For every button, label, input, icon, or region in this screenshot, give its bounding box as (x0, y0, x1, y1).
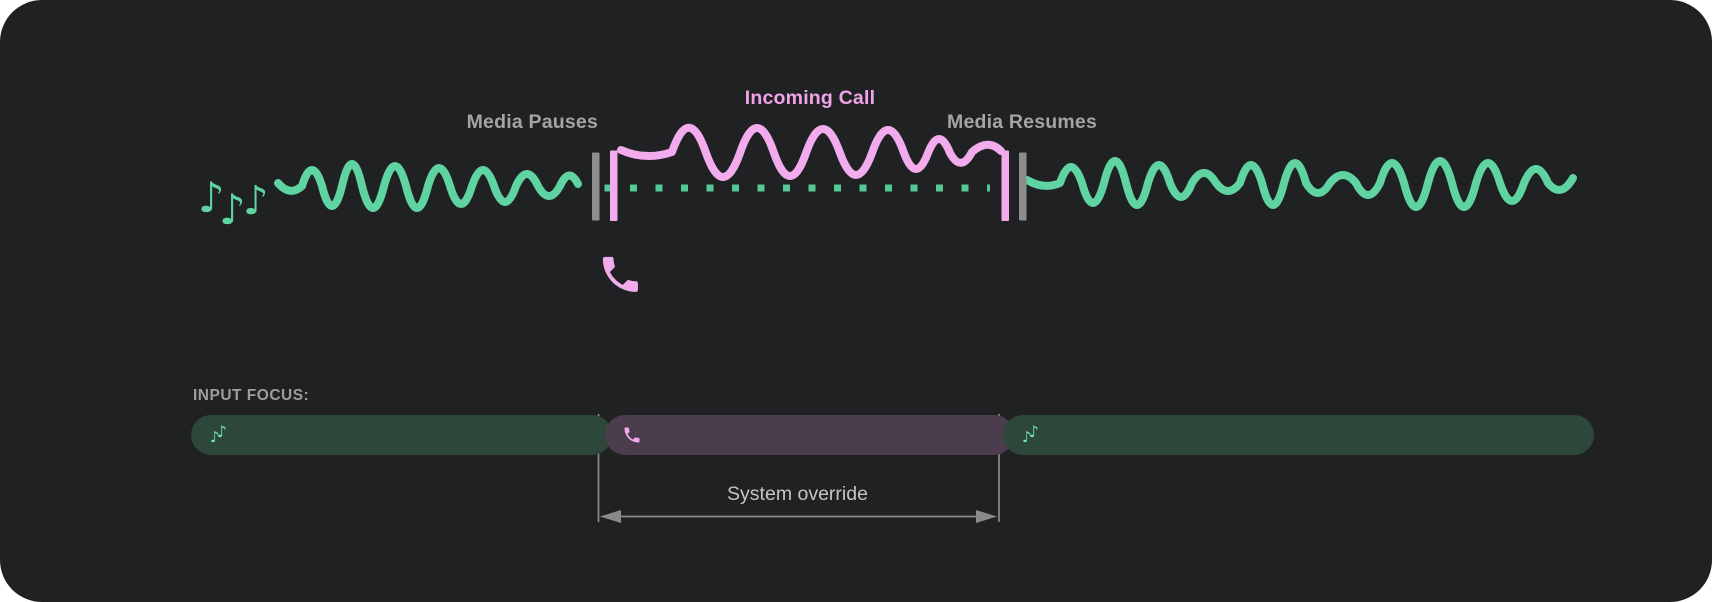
note-glyph: ♪ (243, 178, 269, 224)
phone-icon (602, 256, 638, 292)
media-wave-before (274, 160, 582, 212)
note-glyph: ♪ (1028, 422, 1039, 441)
input-focus-label: INPUT FOCUS: (193, 387, 310, 404)
pause-marker-pink (610, 150, 618, 221)
phone-icon (624, 427, 640, 443)
focus-bar-media-after: ♪♪ (1003, 415, 1594, 455)
music-notes-icon: ♪ ♪ ♪ (198, 173, 269, 234)
media-pauses-label: Media Pauses (466, 111, 598, 133)
note-glyph: ♪ (216, 422, 227, 441)
media-wave-after (1023, 157, 1577, 211)
focus-bar-media-before: ♪♪ (191, 415, 612, 455)
music-notes-icon: ♪♪ (1022, 424, 1039, 446)
incoming-call-label: Incoming Call (744, 87, 876, 109)
focus-bar-call (605, 415, 1014, 455)
system-override-annotation: System override (727, 483, 868, 505)
note-glyph: ♪ (1022, 428, 1032, 446)
note-glyph: ♪ (219, 185, 246, 234)
call-wave (617, 123, 1005, 181)
music-notes-icon: ♪♪ (210, 424, 227, 446)
note-glyph: ♪ (210, 428, 220, 446)
system-override-arrow (600, 510, 997, 523)
pause-marker-gray (592, 152, 600, 221)
note-glyph: ♪ (198, 173, 225, 222)
media-resumes-label: Media Resumes (947, 111, 1097, 133)
resume-marker-gray (1019, 152, 1027, 221)
resume-marker-pink (1001, 150, 1009, 221)
